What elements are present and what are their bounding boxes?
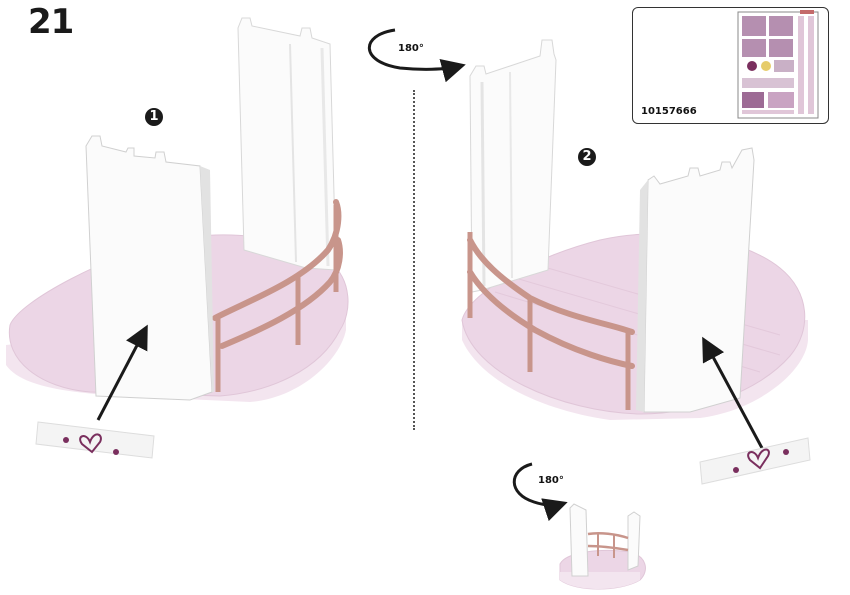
sticker-sheet-code: 10157666 <box>641 106 697 117</box>
wall-back-left <box>237 17 337 271</box>
railing-left <box>212 199 343 392</box>
arrow-to-wall-right <box>702 336 764 449</box>
wall-front-left <box>85 135 214 401</box>
rotation-label-top: 180° <box>398 43 424 54</box>
callout-2: 2 <box>578 148 596 166</box>
rotation-label-bottom: 180° <box>538 475 564 486</box>
rotated-preview-model <box>559 503 646 590</box>
arrow-to-wall-left <box>96 324 148 421</box>
sticker-sheet-thumbnail <box>737 10 819 119</box>
railing-right <box>467 232 635 410</box>
step-divider <box>413 90 415 430</box>
wall-front-right <box>636 147 755 413</box>
rotate-180-icon-small <box>512 462 568 522</box>
step-number: 21 <box>28 2 74 42</box>
rotate-180-icon <box>367 28 466 83</box>
heart-sticker-left <box>35 421 155 459</box>
heart-sticker-right <box>699 437 811 485</box>
callout-1: 1 <box>145 108 163 126</box>
